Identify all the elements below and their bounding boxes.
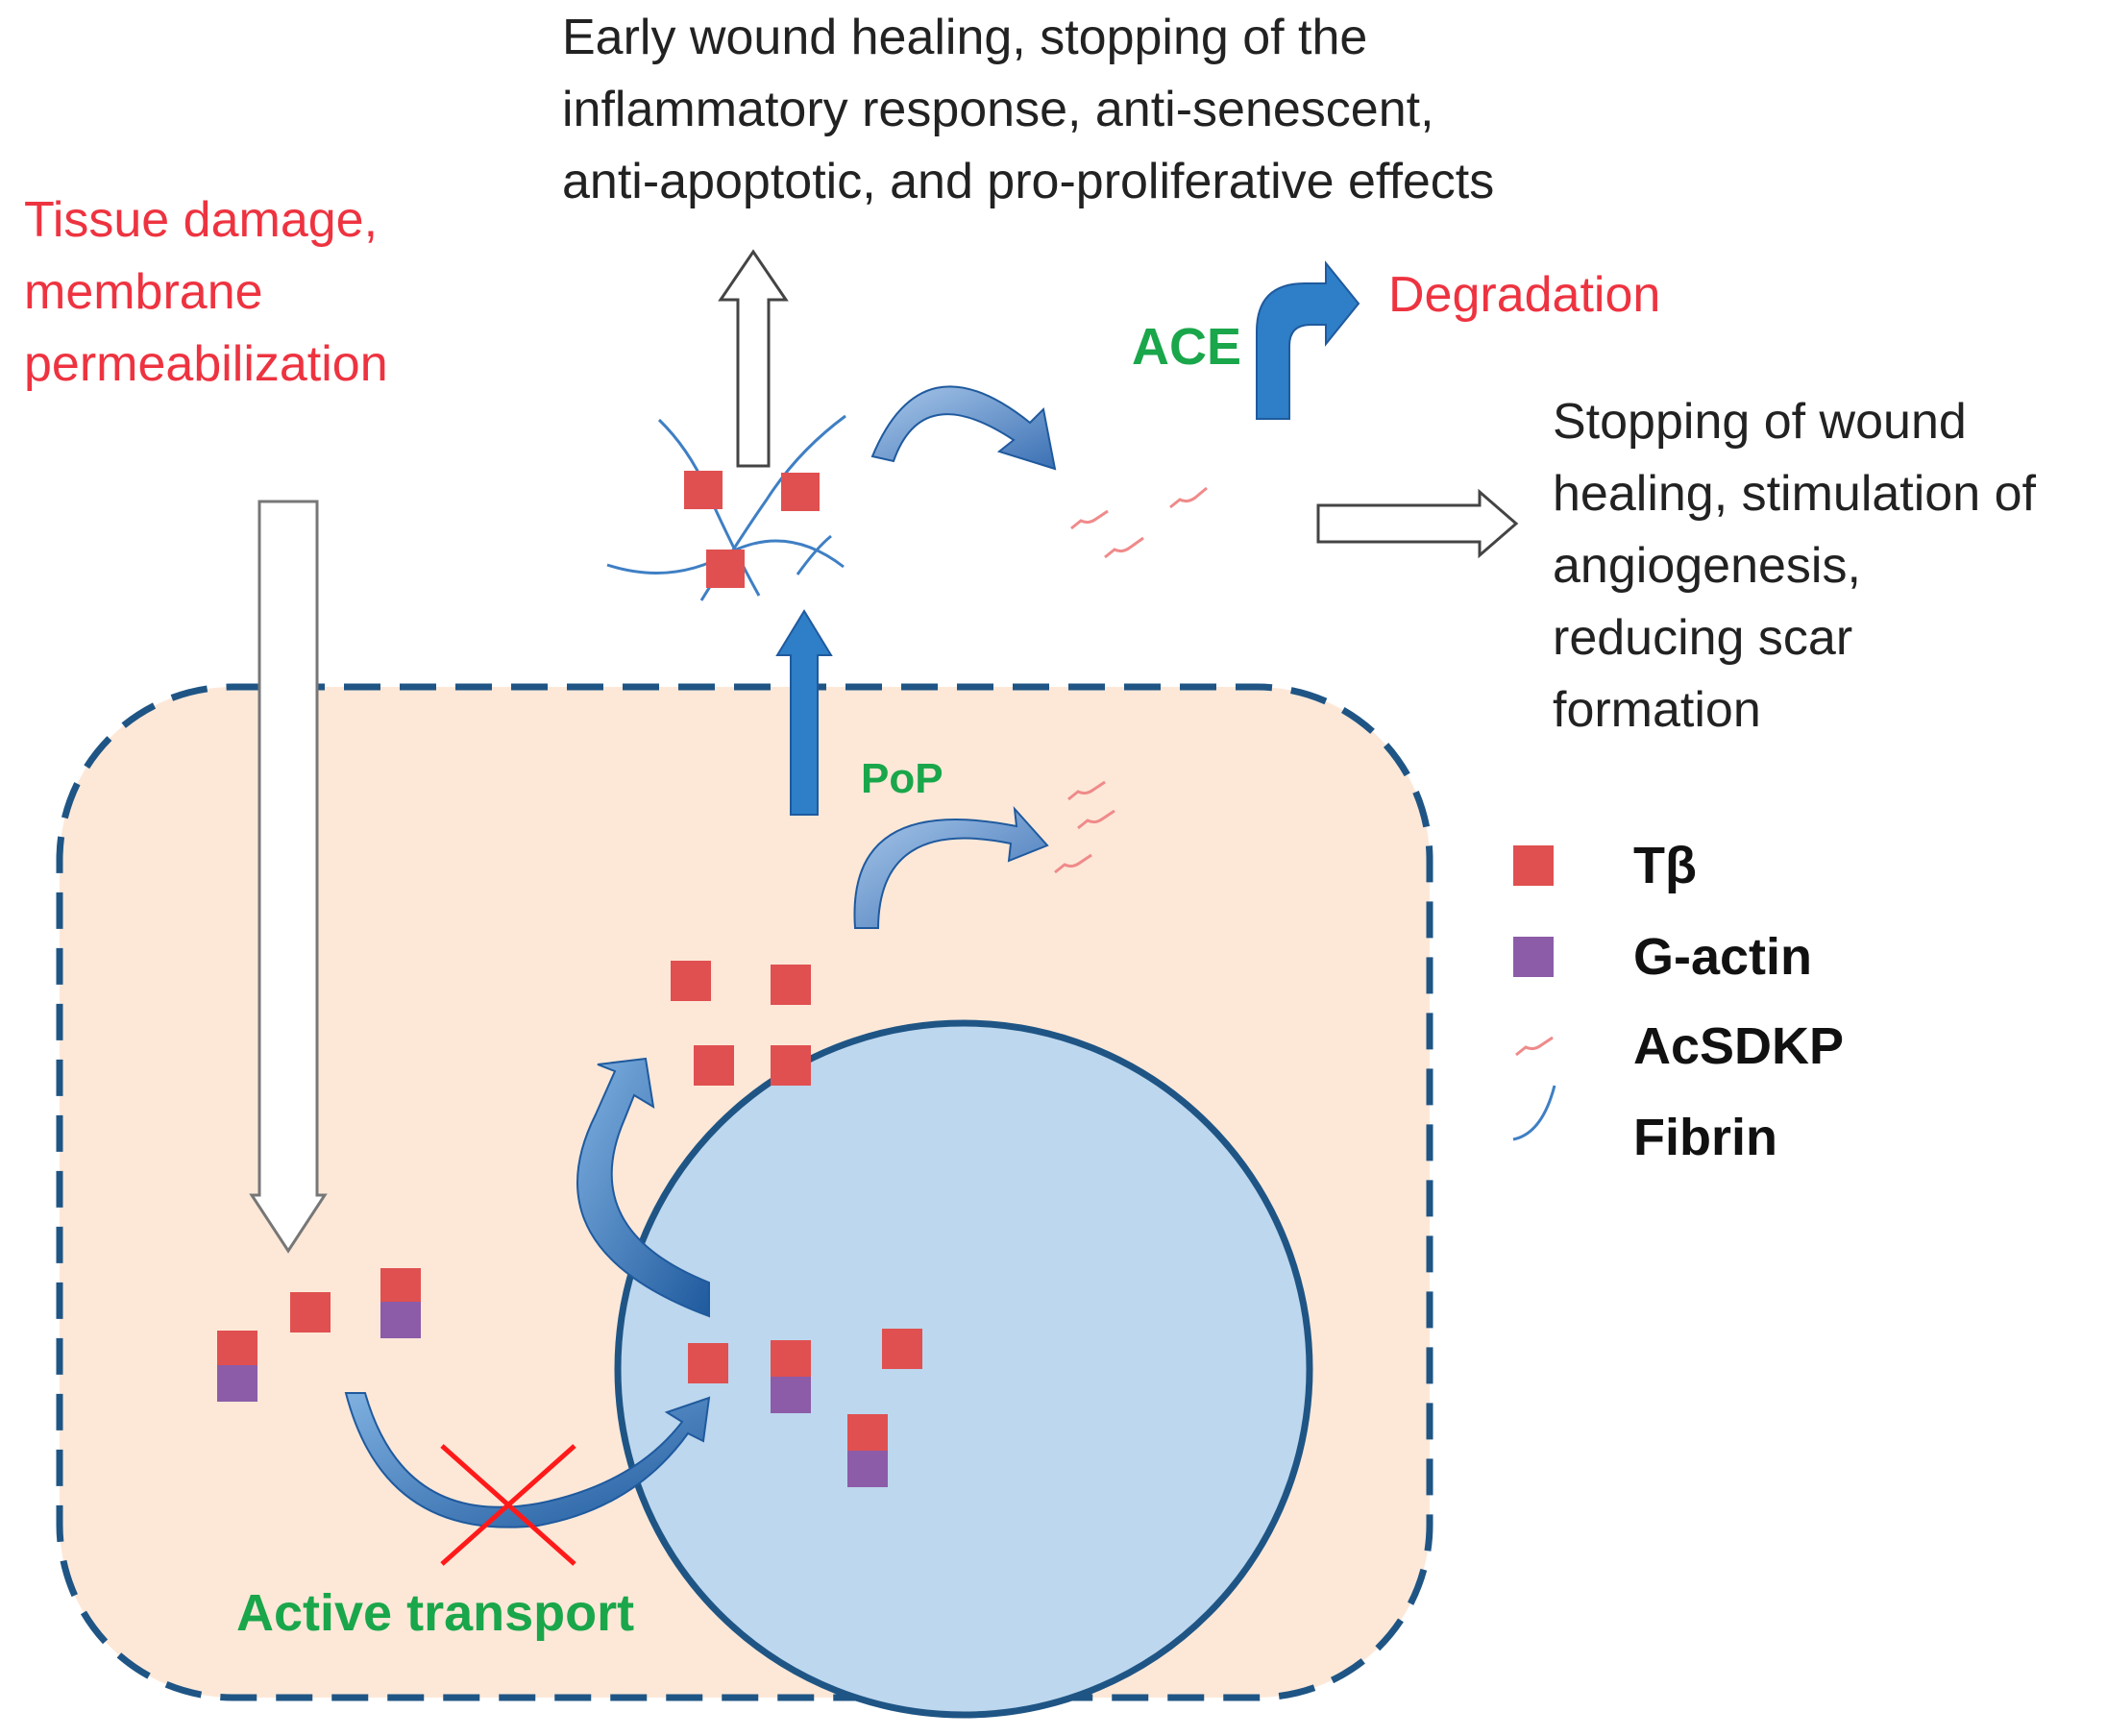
outcome-right-arrow — [1316, 488, 1519, 559]
legend-label-g-actin: G-actin — [1633, 928, 1813, 986]
trigger-line: Tissue damage, — [24, 192, 379, 248]
t-beta-square — [781, 473, 820, 511]
t-beta-square — [706, 550, 745, 588]
block-x-stroke-2 — [440, 1444, 576, 1566]
legend-label-fibrin: Fibrin — [1633, 1109, 1777, 1166]
t-beta-square — [688, 1343, 728, 1383]
ace-label: ACE — [1132, 318, 1242, 376]
early-healing-outcome: Early wound healing, stopping of the inf… — [562, 2, 1494, 218]
acsdkp-peptide — [1070, 509, 1109, 530]
t-beta-square — [217, 1331, 257, 1367]
nucleus — [614, 1019, 1313, 1719]
fibrin-strand — [796, 534, 832, 575]
g-actin-square — [380, 1302, 421, 1338]
nuclear-export-arrow — [576, 1057, 710, 1318]
degradation-label: Degradation — [1388, 267, 1661, 323]
t-beta-square — [671, 961, 711, 1001]
t-beta-square — [771, 1340, 811, 1379]
t-beta-square — [684, 471, 723, 509]
ace-arrow-body — [1256, 260, 1360, 420]
outcome-top-line: Early wound healing, stopping of the — [562, 10, 1368, 65]
trigger-line: membrane — [24, 264, 263, 320]
outcome-top-line: inflammatory response, anti-senescent, — [562, 82, 1434, 137]
cleavage-arrow-outside — [870, 385, 1057, 471]
t-beta-square — [771, 1045, 811, 1086]
outcome-top-line: anti-apoptotic, and pro-proliferative ef… — [562, 154, 1495, 209]
pop-label: PoP — [861, 755, 943, 802]
pop-cleavage-arrow — [853, 806, 1049, 929]
active-transport-arrow — [344, 1392, 711, 1528]
export-arrow — [775, 609, 833, 816]
acsdkp-peptide — [1077, 809, 1115, 830]
legend-symbol-fibrin — [1512, 1085, 1556, 1141]
late-effects-outcome: Stopping of wound healing, stimulation o… — [1553, 386, 2036, 746]
outcome-up-arrow — [718, 249, 789, 468]
outcome-right-line: healing, stimulation of — [1553, 466, 2036, 522]
g-actin-square — [847, 1451, 888, 1487]
acsdkp-peptide — [1104, 536, 1144, 559]
tissue-damage-label: Tissue damage, membrane permeabilization — [24, 184, 388, 401]
legend-label-t-beta: Tβ — [1633, 837, 1697, 894]
t-beta-square — [771, 965, 811, 1005]
t-beta-square — [882, 1329, 922, 1369]
t-beta-square — [290, 1292, 331, 1333]
outcome-right-line: angiogenesis, — [1553, 538, 1861, 594]
outcome-right-line: Stopping of wound — [1553, 394, 1967, 450]
tissue-damage-arrow — [249, 500, 328, 1254]
active-transport-label: Active transport — [236, 1584, 635, 1642]
acsdkp-peptide — [1169, 486, 1208, 509]
acsdkp-peptide — [1067, 780, 1106, 801]
acsdkp-peptide — [1054, 853, 1092, 874]
g-actin-square — [217, 1365, 257, 1402]
legend-label-acsdkp: AcSDKP — [1633, 1017, 1845, 1075]
t-beta-square — [694, 1045, 734, 1086]
outcome-right-line: formation — [1553, 682, 1761, 738]
t-beta-square — [847, 1414, 888, 1453]
trigger-line: permeabilization — [24, 336, 388, 392]
legend-symbol-acsdkp — [1515, 1036, 1554, 1057]
legend-symbol-g-actin — [1513, 937, 1554, 977]
g-actin-square — [771, 1377, 811, 1413]
legend-symbol-t-beta — [1513, 845, 1554, 886]
outcome-right-line: reducing scar — [1553, 610, 1853, 666]
